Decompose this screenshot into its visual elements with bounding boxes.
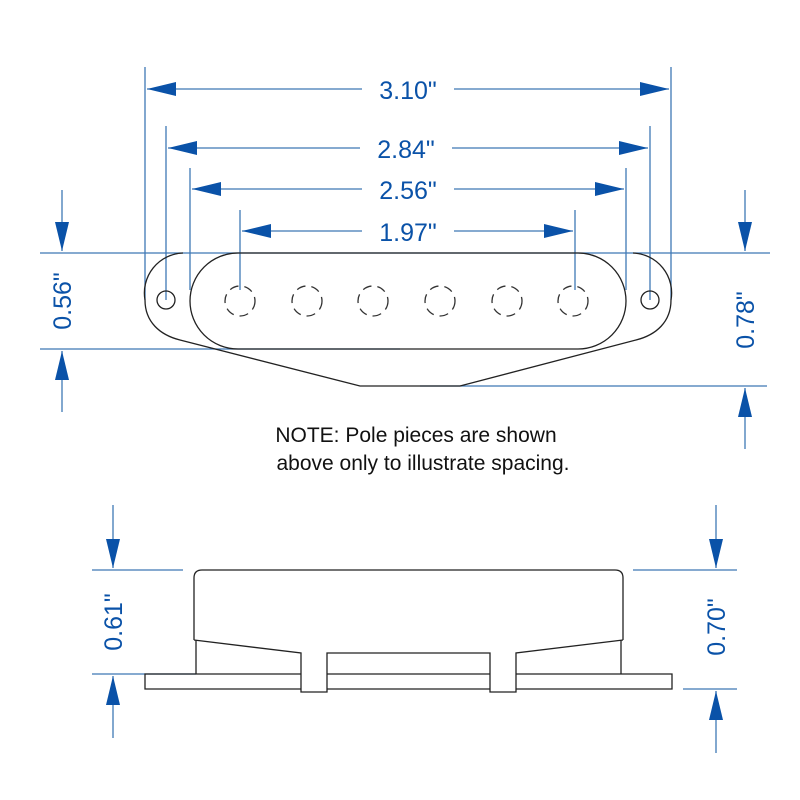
mounting-hole-left	[156, 290, 176, 310]
note-line-1: NOTE: Pole pieces are shown	[275, 424, 556, 447]
dim-label-3-10: 3.10"	[379, 77, 437, 105]
bobbin-outline	[189, 252, 627, 350]
arrow-left-icon	[192, 182, 221, 196]
arrow-down-icon	[55, 222, 69, 251]
dim-label-1-97: 1.97"	[379, 219, 437, 247]
arrow-up-icon	[55, 351, 69, 380]
pole-piece	[291, 285, 323, 317]
arrow-right-icon	[544, 224, 573, 238]
dim-label-2-56: 2.56"	[379, 177, 437, 205]
arrow-left-icon	[147, 82, 176, 96]
arrow-right-icon	[595, 182, 624, 196]
baseplate-outline	[143, 252, 673, 387]
top-view: 3.10" 2.84" 2.56" 1.97"	[40, 67, 770, 449]
pole-piece	[224, 285, 256, 317]
dimension-overall-width: 0.78"	[732, 190, 760, 449]
dim-label-0-70: 0.70"	[703, 598, 731, 656]
dimension-pole-spacing: 1.97"	[242, 216, 573, 247]
pole-piece	[491, 285, 523, 317]
pole-piece	[357, 285, 389, 317]
pole-pieces	[224, 285, 589, 317]
arrow-down-icon	[738, 222, 752, 251]
note-line-2: above only to illustrate spacing.	[276, 452, 569, 475]
pole-piece	[424, 285, 456, 317]
bobbin-lower-edge	[193, 639, 624, 693]
dim-label-0-56: 0.56"	[49, 272, 77, 330]
mounting-hole-right	[640, 290, 660, 310]
arrow-up-icon	[709, 691, 723, 720]
pole-piece	[557, 285, 589, 317]
dimension-bobbin-length: 2.56"	[192, 174, 624, 205]
dimension-cover-height: 0.61"	[100, 505, 128, 738]
arrow-down-icon	[106, 539, 120, 568]
arrow-up-icon	[106, 676, 120, 705]
cover-outline	[193, 569, 624, 640]
arrow-down-icon	[709, 539, 723, 568]
dim-label-0-78: 0.78"	[732, 291, 760, 349]
arrow-left-icon	[242, 224, 271, 238]
note-text: NOTE: Pole pieces are shown above only t…	[275, 424, 569, 475]
dimension-overall-length: 3.10"	[147, 74, 669, 105]
baseplate-side-outline	[144, 673, 673, 690]
side-view: 0.61" 0.70"	[92, 505, 737, 753]
arrow-left-icon	[168, 141, 197, 155]
dim-label-2-84: 2.84"	[377, 136, 435, 164]
dimension-mounting-hole-spacing: 2.84"	[168, 133, 648, 164]
dimension-overall-height: 0.70"	[703, 505, 731, 753]
dim-label-0-61: 0.61"	[100, 593, 128, 651]
arrow-right-icon	[619, 141, 648, 155]
dimension-bobbin-width: 0.56"	[49, 190, 77, 412]
arrow-right-icon	[640, 82, 669, 96]
arrow-up-icon	[738, 388, 752, 417]
